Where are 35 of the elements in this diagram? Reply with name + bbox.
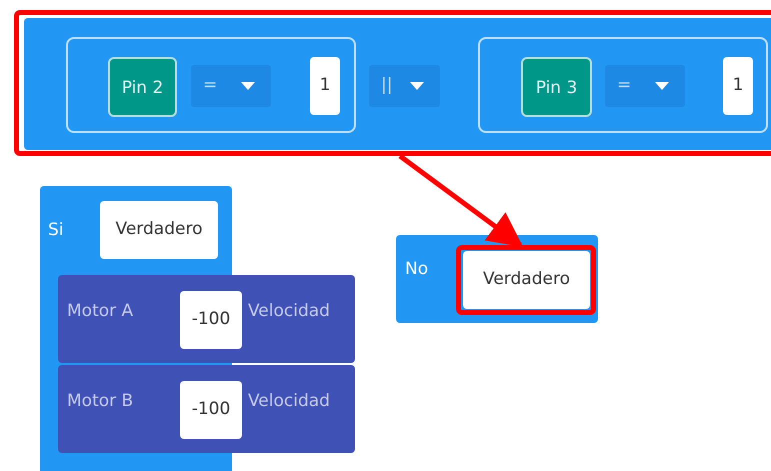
value-slot xyxy=(723,57,753,115)
value-slot xyxy=(180,291,242,349)
value-text: -100 xyxy=(190,309,232,329)
value-text: Verdadero xyxy=(114,219,204,239)
value-text: Pin 2 xyxy=(120,78,164,98)
pin-block xyxy=(521,57,592,117)
value-text: 1 xyxy=(318,75,332,95)
block-label: Si xyxy=(48,220,64,240)
value-text: Verdadero xyxy=(482,269,571,289)
value-slot xyxy=(180,381,242,439)
operator-dropdown xyxy=(191,65,271,107)
comparison-block xyxy=(478,37,768,133)
code-block xyxy=(396,235,598,323)
motor-block xyxy=(58,365,355,453)
operator-symbol: = xyxy=(203,75,218,95)
comparison-block xyxy=(66,37,356,133)
block-label: Motor B xyxy=(67,391,134,411)
highlight-frame xyxy=(456,245,596,315)
value-text: Pin 3 xyxy=(534,78,578,98)
operator-symbol: || xyxy=(381,75,392,95)
block-label: Velocidad xyxy=(248,391,330,411)
operator-symbol: = xyxy=(617,75,632,95)
pin-block xyxy=(108,57,177,117)
value-slot xyxy=(463,251,590,309)
operator-dropdown xyxy=(605,65,685,107)
value-text: -100 xyxy=(190,399,232,419)
motor-block xyxy=(58,275,355,363)
block-label: No xyxy=(405,259,428,279)
value-slot xyxy=(310,57,340,115)
value-slot xyxy=(100,201,218,259)
arrow xyxy=(398,154,524,248)
value-text: 1 xyxy=(732,75,744,95)
operator-dropdown xyxy=(369,65,440,107)
block-label: Velocidad xyxy=(248,301,330,321)
block-label: Motor A xyxy=(67,301,134,321)
